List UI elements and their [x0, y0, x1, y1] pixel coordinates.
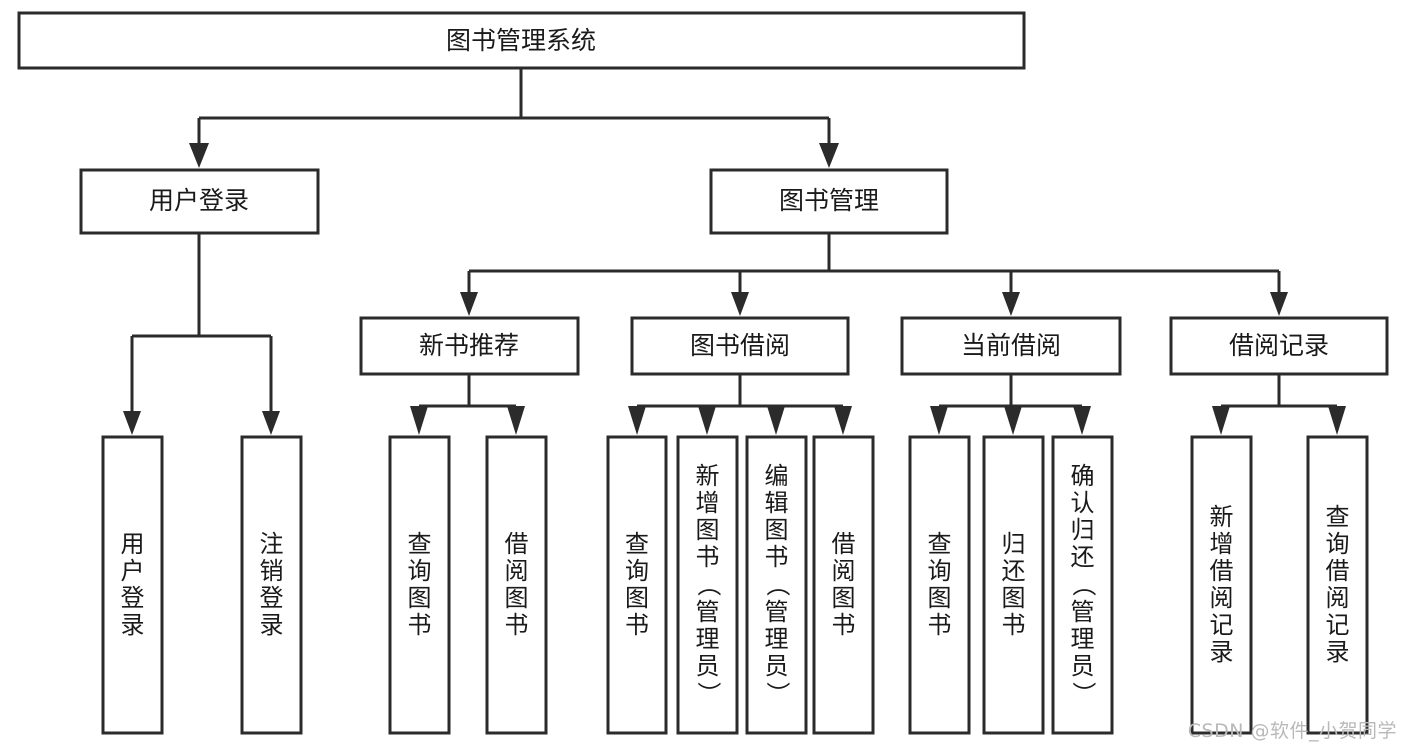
node-book-borrow-label: 图书借阅: [690, 331, 790, 360]
connector-group-borrow-record: [1212, 374, 1346, 435]
arrowhead-new-book-recommend: [460, 292, 478, 316]
arrowhead-leaf-borrow-book-1: [507, 406, 525, 435]
arrowhead-borrow-record: [1270, 292, 1288, 316]
arrowhead-leaf-borrow-book-2: [834, 406, 852, 435]
connector-group-book-borrow: [628, 374, 852, 435]
node-leaf-add-borrow-record-box[interactable]: [1190, 435, 1253, 735]
arrowhead-leaf-add-borrow-record: [1212, 406, 1230, 435]
node-leaf-confirm-return-box[interactable]: [1051, 435, 1114, 735]
node-leaf-user-login-box[interactable]: [101, 435, 164, 735]
node-user-login-box[interactable]: [79, 168, 320, 235]
node-book-borrow[interactable]: 图书借阅: [630, 316, 850, 376]
node-root[interactable]: 图书管理系统: [17, 11, 1026, 70]
arrowhead-leaf-query-book-2: [628, 406, 646, 435]
node-borrow-record-label: 借阅记录: [1229, 331, 1329, 360]
node-book-manage-box[interactable]: [709, 168, 949, 235]
connector-group-book-manage: [460, 233, 1288, 316]
arrowhead-leaf-user-logout: [262, 411, 280, 435]
node-book-manage-label: 图书管理: [779, 186, 879, 215]
connector-group-root: [189, 68, 839, 168]
connector-group-current-borrow: [930, 374, 1091, 435]
node-leaf-query-book-1-box[interactable]: [388, 435, 451, 735]
node-leaf-borrow-book-1-box[interactable]: [485, 435, 548, 735]
node-leaf-return-book-box[interactable]: [982, 435, 1045, 735]
arrowhead-leaf-user-login: [123, 411, 141, 435]
node-borrow-record-box[interactable]: [1169, 316, 1389, 376]
node-leaf-query-book-3-box[interactable]: [908, 435, 971, 735]
node-current-borrow-box[interactable]: [900, 316, 1122, 376]
node-current-borrow[interactable]: 当前借阅: [900, 316, 1122, 376]
arrowhead-leaf-return-book: [1004, 406, 1022, 435]
arrowhead-current-borrow: [1002, 292, 1020, 316]
node-leaf-add-book-box[interactable]: [676, 435, 739, 735]
arrowhead-book-manage: [819, 143, 839, 168]
node-leaf-query-book-2-box[interactable]: [606, 435, 668, 735]
node-leaf-edit-book-box[interactable]: [745, 435, 808, 735]
node-current-borrow-label: 当前借阅: [961, 331, 1061, 360]
node-user-login-label: 用户登录: [149, 186, 249, 215]
node-new-book-recommend[interactable]: 新书推荐: [359, 316, 580, 376]
node-leaf-borrow-book-2-box[interactable]: [812, 435, 875, 735]
node-user-login[interactable]: 用户登录: [79, 168, 320, 235]
node-root-label: 图书管理系统: [446, 26, 596, 55]
node-new-book-recommend-label: 新书推荐: [419, 331, 519, 360]
node-book-manage[interactable]: 图书管理: [709, 168, 949, 235]
connector-group-new-book-recommend: [410, 374, 525, 435]
node-borrow-record[interactable]: 借阅记录: [1169, 316, 1389, 376]
node-new-book-recommend-box[interactable]: [359, 316, 580, 376]
arrowhead-leaf-edit-book: [767, 406, 785, 435]
arrowhead-leaf-add-book: [698, 406, 716, 435]
connector-group-user-login: [123, 233, 280, 435]
arrowhead-leaf-confirm-return: [1073, 406, 1091, 435]
arrowhead-leaf-query-borrow-record: [1328, 406, 1346, 435]
leaf-box-group: [101, 435, 1369, 735]
node-root-box[interactable]: [17, 11, 1026, 70]
arrowhead-leaf-query-book-1: [410, 406, 428, 435]
node-leaf-query-borrow-record-box[interactable]: [1306, 435, 1369, 735]
watermark: CSDN @软件_小贺同学: [1187, 720, 1397, 742]
arrowhead-book-borrow: [731, 292, 749, 316]
arrowhead-user-login: [189, 143, 209, 168]
arrowhead-leaf-query-book-3: [930, 406, 948, 435]
node-leaf-user-logout-box[interactable]: [240, 435, 303, 735]
node-book-borrow-box[interactable]: [630, 316, 850, 376]
